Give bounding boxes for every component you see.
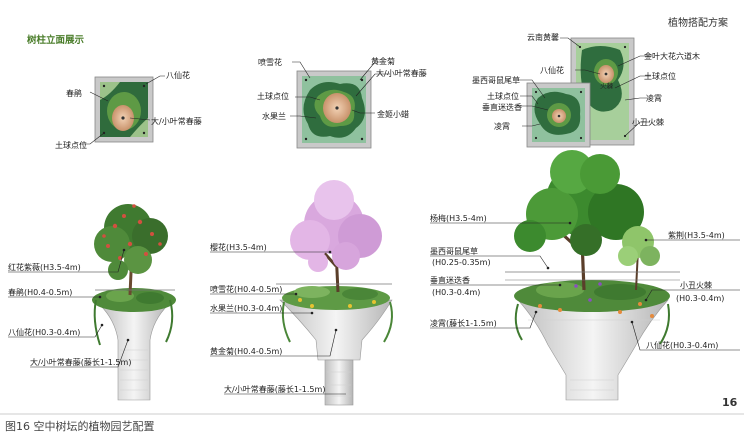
elev3-xiaochou: 小丑火棘 <box>680 281 712 290</box>
elev3-chuizhi-h: (H0.3-0.4m) <box>432 288 481 297</box>
elev2-yinghua: 樱花(H3.5-4m) <box>210 243 267 252</box>
column <box>517 299 669 401</box>
elevation-1 <box>8 204 176 401</box>
elev1-chunjuan: 春鹃(H0.4-0.5m) <box>8 288 73 297</box>
plan3-jinye: 金叶大花六道木 <box>644 52 700 61</box>
plan-3 <box>518 37 652 148</box>
plan3-xiaochou: 小丑火棘 <box>632 118 664 127</box>
plan1-teng: 大/小叶常春藤 <box>151 117 202 126</box>
elev2-shuiguolan: 水果兰(H0.3-0.4m) <box>210 304 283 313</box>
elev3-moxige-h: (H0.25-0.35m) <box>432 258 491 267</box>
plan2-tuqiu: 土球点位 <box>257 92 289 101</box>
plan3-huoju: 火棘 <box>600 82 613 90</box>
plan3-tuqiu2: 土球点位 <box>487 92 519 101</box>
plan2-teng: 大/小叶常春藤 <box>376 69 427 78</box>
plan3-lingxiao2: 凌霄 <box>494 122 510 131</box>
section-title: 树柱立面展示 <box>27 35 85 46</box>
plan1-tuqiu: 土球点位 <box>55 141 87 150</box>
plan-2 <box>290 61 390 149</box>
elev3-lingxiao: 凌霄(藤长1-1.5m) <box>430 319 497 328</box>
elev3-zijing: 紫荆(H3.5-4m) <box>668 231 725 240</box>
elev3-chuizhi: 垂直迷迭香 <box>430 276 470 285</box>
elevation-3 <box>430 150 740 401</box>
plan-1 <box>80 75 165 145</box>
plan2-shuiguolan: 水果兰 <box>262 112 286 121</box>
plan3-yunnan: 云南黄馨 <box>527 33 559 42</box>
elev2-penxuehua: 喷雪花(H0.4-0.5m) <box>210 285 283 294</box>
plan1-baxianhua: 八仙花 <box>166 71 190 80</box>
page-number: 16 <box>722 396 738 409</box>
elev3-moxige: 墨西哥鼠尾草 <box>430 247 478 256</box>
column <box>99 304 169 401</box>
plan3-baxianhua: 八仙花 <box>540 66 564 75</box>
plan2-jinjijiao: 金姬小蜡 <box>377 110 409 119</box>
plan3-lingxiao1: 凌霄 <box>646 94 662 103</box>
elev1-baxianhua: 八仙花(H0.3-0.4m) <box>8 328 81 337</box>
elev1-hongye: 红花紫薇(H3.5-4m) <box>8 263 81 272</box>
plan-title: 植物搭配方案 <box>668 18 728 29</box>
plan3-moxige: 墨西哥鼠尾草 <box>472 76 520 85</box>
elev3-xiaochou-h: (H0.3-0.4m) <box>676 294 725 303</box>
elev3-yangmei: 杨梅(H3.5-4m) <box>430 214 487 223</box>
plan3-chuizhi: 垂直迷迭香 <box>482 103 522 112</box>
figure-caption: 图16 空中树坛的植物园艺配置 <box>5 420 155 433</box>
elev2-huangjinju: 黄金菊(H0.4-0.5m) <box>210 347 283 356</box>
plan3-tuqiu1: 土球点位 <box>644 72 676 81</box>
plan1-chunjuan: 春鹃 <box>66 89 82 98</box>
elev1-teng: 大/小叶常春藤(藤长1-1.5m) <box>30 358 132 367</box>
plan2-huangjinju: 黄金菊 <box>371 57 395 66</box>
elev3-baxianhua: 八仙花(H0.3-0.4m) <box>646 341 719 350</box>
elevation-2 <box>210 180 393 406</box>
plan2-penxuehua: 喷雪花 <box>258 58 282 67</box>
elev2-teng: 大/小叶常春藤(藤长1-1.5m) <box>224 385 326 394</box>
